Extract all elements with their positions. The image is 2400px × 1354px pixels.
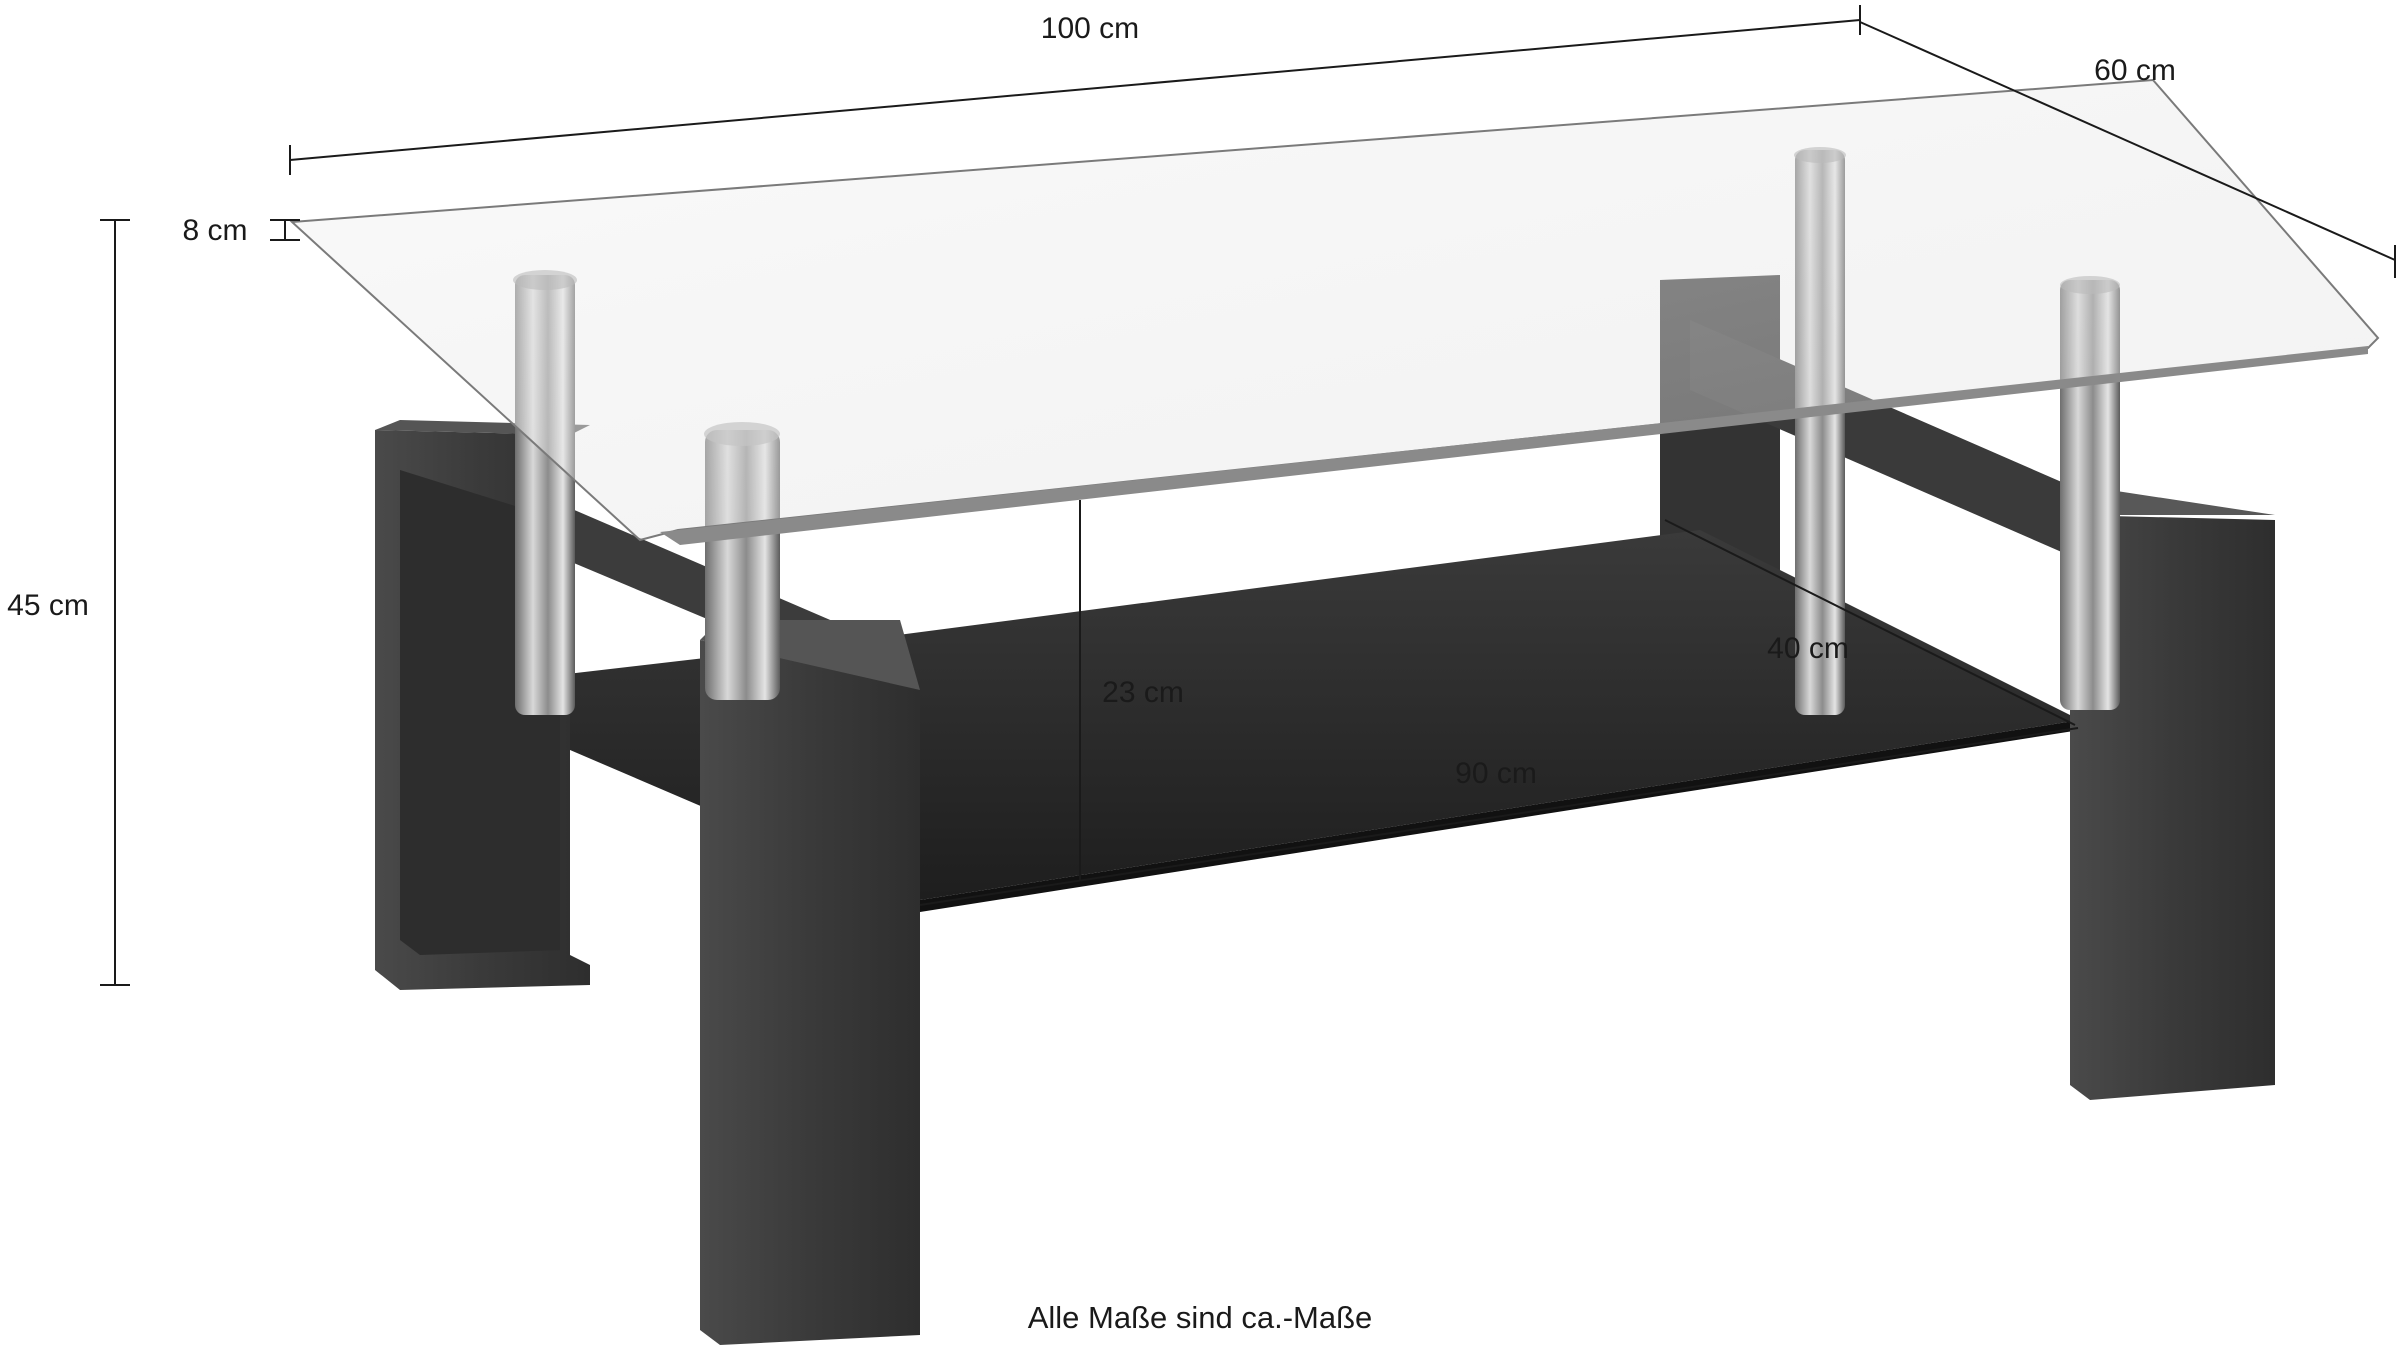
label-shelf-width: 90 cm	[1455, 757, 1537, 790]
dim-line-shelf-width	[919, 727, 2079, 906]
label-shelf-depth: 40 cm	[1767, 632, 1849, 665]
left-front-leg	[700, 620, 920, 1345]
dim-line-depth	[1859, 21, 2396, 261]
dim-line-width	[289, 19, 1861, 161]
right-front-leg	[2070, 490, 2275, 1100]
dimension-lines	[100, 5, 2396, 986]
post-front-right	[2060, 280, 2120, 710]
label-top-thickness: 8 cm	[182, 214, 247, 247]
label-height: 45 cm	[7, 589, 89, 622]
dim-line-shelf-depth	[1664, 519, 2076, 726]
measurement-disclaimer: Alle Maße sind ca.-Maße	[1027, 1300, 1373, 1335]
glass-top	[289, 78, 2380, 545]
label-shelf-clearance: 23 cm	[1102, 676, 1184, 709]
label-depth: 60 cm	[2094, 54, 2176, 87]
dimension-labels: 100 cm 60 cm 8 cm 45 cm 23 cm 40 cm 90 c…	[7, 12, 2176, 790]
label-width: 100 cm	[1041, 12, 1139, 45]
